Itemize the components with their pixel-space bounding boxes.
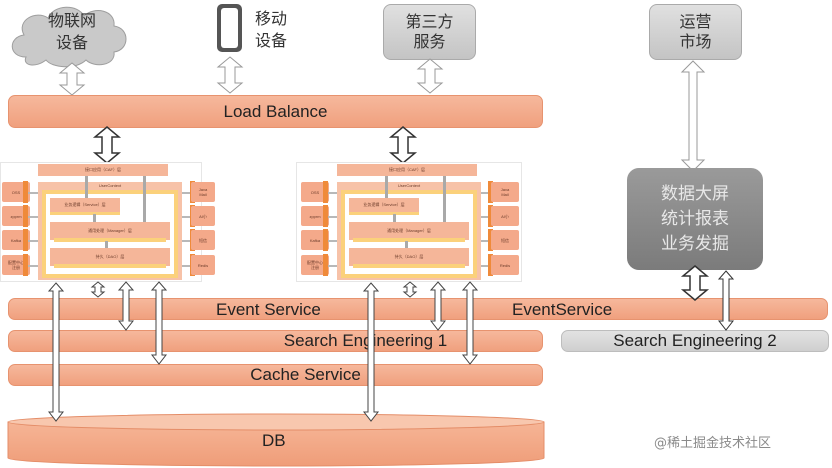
dep-java-mail: Java Mail [491, 182, 519, 202]
dep-sms: 短信 [491, 230, 519, 250]
mobile-arrow-icon [216, 56, 244, 94]
operations-arrow-icon [680, 60, 706, 172]
event-service-bar: Event Service EventService [8, 298, 828, 320]
analytics-event-arrow-icon [680, 265, 710, 301]
mobile-phone-icon [217, 4, 242, 52]
dep-java-mail: Java Mail [191, 182, 215, 202]
dao-layer: 持久（DAO）层 [349, 248, 469, 266]
service-layer: 业务逻辑（Service）层 [50, 198, 120, 212]
app-module-2: 接口应用（CAF）层 UserContext 业务逻辑（Service）层 通用… [296, 162, 522, 282]
iot-device-label: 物联网 设备 [47, 11, 96, 52]
dep-redis: Redis [191, 255, 215, 275]
dep-config-center: 配置中心 注册 [301, 255, 329, 275]
third-party-arrow-icon [416, 58, 444, 94]
search-engineering-2-bar: Search Engineering 2 [561, 330, 829, 352]
lb-module1-arrow-icon [92, 126, 122, 164]
analytics-dashboard-box: 数据大屏 统计报表 业务发掘 [627, 168, 763, 270]
caf-layer: 接口应用（CAF）层 [337, 164, 477, 176]
iot-arrow-icon [58, 62, 86, 96]
dep-oss: OSS [301, 182, 329, 202]
module1-search-arrow-icon [117, 281, 135, 331]
cache-service-bar: Cache Service [8, 364, 543, 386]
module2-cache-arrow-icon [461, 281, 479, 365]
analytics-search2-arrow-icon [717, 270, 735, 331]
module2-event-small-arrow-icon [402, 281, 418, 298]
module1-db-arrow-icon [47, 282, 65, 422]
lb-module2-arrow-icon [388, 126, 418, 164]
dep-ai: AI小 [491, 206, 519, 226]
module1-cache-arrow-icon [150, 281, 168, 365]
app-module-1: 接口应用（CAF）层 UserContext 业务逻辑（Service）层 通用… [0, 162, 215, 282]
dep-redis: Redis [491, 255, 519, 275]
operations-market-box: 运营 市场 [649, 4, 742, 60]
dep-kafka: Kafka [301, 230, 329, 250]
caf-layer: 接口应用（CAF）层 [38, 164, 168, 176]
dao-layer: 持久（DAO）层 [50, 248, 170, 266]
watermark: @稀土掘金技术社区 [654, 436, 772, 451]
load-balance-bar: Load Balance [8, 95, 543, 128]
db-label: DB [262, 431, 286, 450]
mobile-device-label: 移动 设备 [255, 9, 288, 50]
db-cylinder [7, 413, 545, 467]
module1-event-small-arrow-icon [90, 281, 106, 298]
dep-sms: 短信 [191, 230, 215, 250]
search-engineering-1-bar: Search Engineering 1 [8, 330, 543, 352]
cloud-icon [11, 6, 127, 68]
third-party-service-box: 第三方 服务 [383, 4, 476, 60]
module2-db-arrow-icon [362, 282, 380, 422]
event-service-left-label: Event Service [216, 300, 321, 319]
module2-search-arrow-icon [429, 281, 447, 331]
event-service-right-label: EventService [512, 300, 613, 319]
manager-layer: 通用处理（Manager）层 [50, 222, 170, 240]
dep-ai: AI小 [191, 206, 215, 226]
manager-layer: 通用处理（Manager）层 [349, 222, 469, 240]
dep-zpprm: zpprm [301, 206, 329, 226]
service-layer: 业务逻辑（Service）层 [349, 198, 419, 212]
